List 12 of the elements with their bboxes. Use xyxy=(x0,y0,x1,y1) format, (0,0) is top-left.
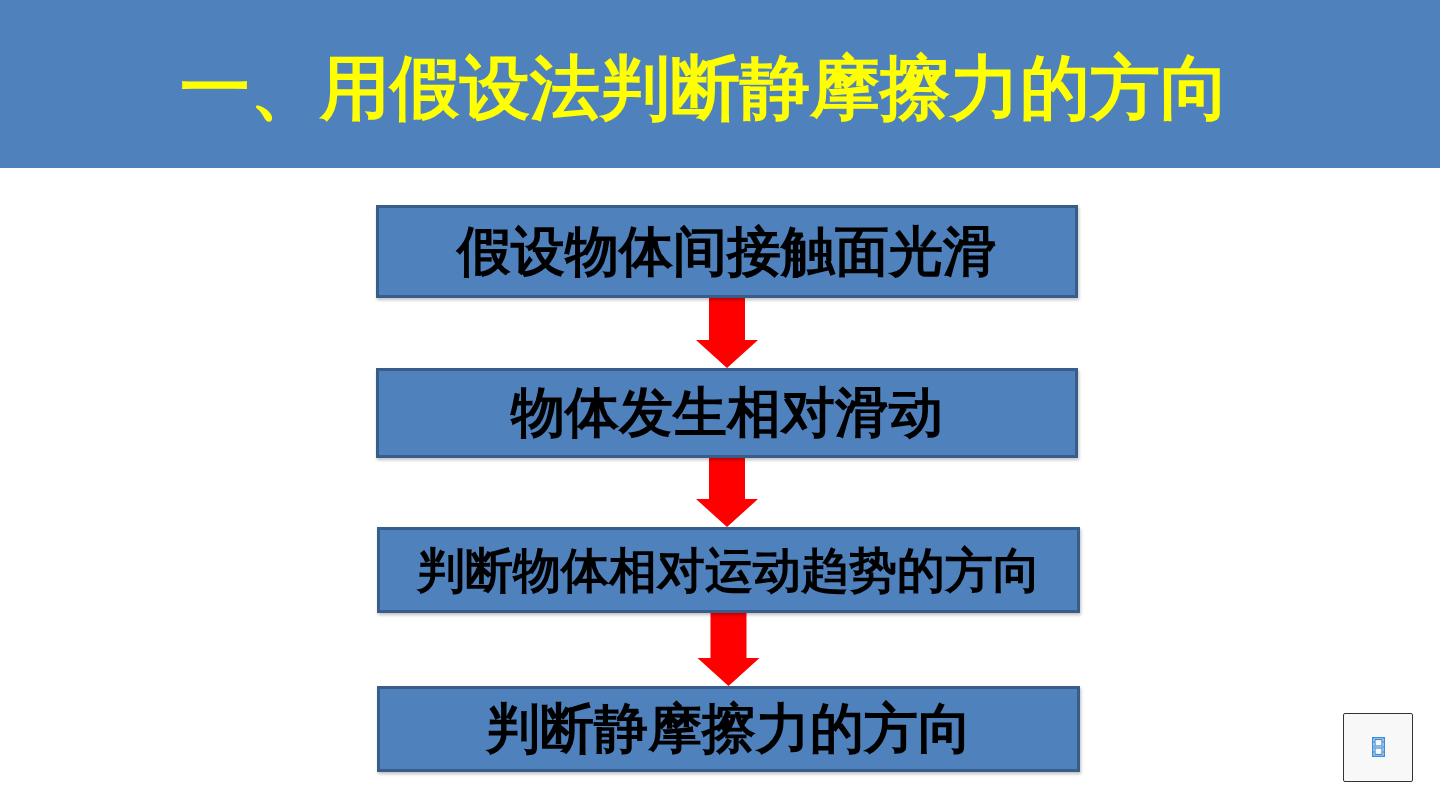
step-label: 物体发生相对滑动 xyxy=(511,383,943,443)
process-box xyxy=(376,368,1078,458)
block-arrow xyxy=(697,613,760,686)
step-label: 假设物体间接触面光滑 xyxy=(457,221,997,282)
step-label: 判断静摩擦力的方向 xyxy=(485,699,972,759)
block-arrow xyxy=(696,298,758,368)
title: 一、用假设法判断静摩擦力的方向 xyxy=(179,50,1231,126)
block-arrow xyxy=(696,458,758,527)
process-box xyxy=(376,205,1078,298)
process-box xyxy=(377,527,1080,613)
process-box xyxy=(377,686,1080,772)
step-label: 判断物体相对运动趋势的方向 xyxy=(416,543,1041,597)
